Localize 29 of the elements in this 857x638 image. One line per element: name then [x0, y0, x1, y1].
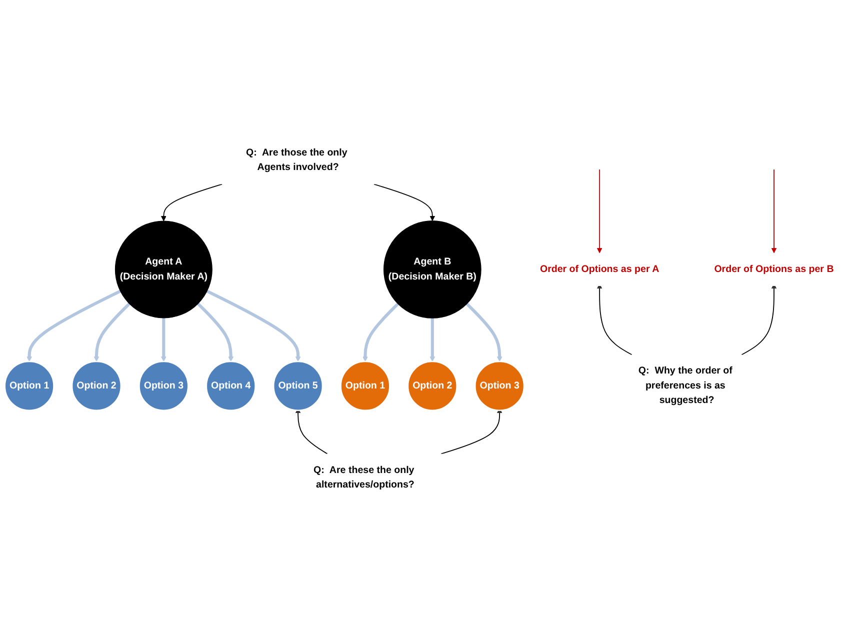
node-circle: Option 1	[4, 360, 54, 411]
node-text: Order of Options as per B	[714, 264, 834, 274]
node-text: Q: Why the order of preferences is as suggested?	[638, 366, 732, 406]
arrow	[160, 184, 223, 222]
node-text: Q: Are these the only alternatives/options?	[313, 464, 414, 490]
node-circle: Option 5	[273, 360, 324, 411]
node-circle: Option 2	[71, 360, 122, 411]
node-circle: Option 1	[340, 360, 390, 411]
node-circle: Option 2	[407, 360, 458, 411]
arrow	[596, 284, 632, 356]
arrow	[94, 302, 130, 362]
arrow	[26, 290, 121, 362]
arrow	[196, 302, 234, 362]
arrow	[362, 302, 400, 362]
arrow	[430, 318, 436, 362]
arrow	[206, 290, 301, 362]
arrow	[374, 184, 436, 222]
arrow	[741, 284, 777, 356]
node-circle: Agent A (Decision Maker A)	[114, 220, 212, 318]
arrow	[596, 169, 602, 254]
arrow	[160, 318, 166, 362]
node-text: Order of Options as per A	[540, 264, 660, 274]
arrow	[771, 169, 777, 254]
node-circle: Option 3	[138, 360, 189, 411]
node-circle: Option 4	[206, 360, 256, 411]
arrow	[466, 302, 502, 362]
node-text: Q: Are those the only Agents involved?	[246, 148, 348, 173]
node-circle: Option 3	[474, 360, 525, 411]
node-circle: Agent B (Decision Maker B)	[383, 220, 482, 318]
